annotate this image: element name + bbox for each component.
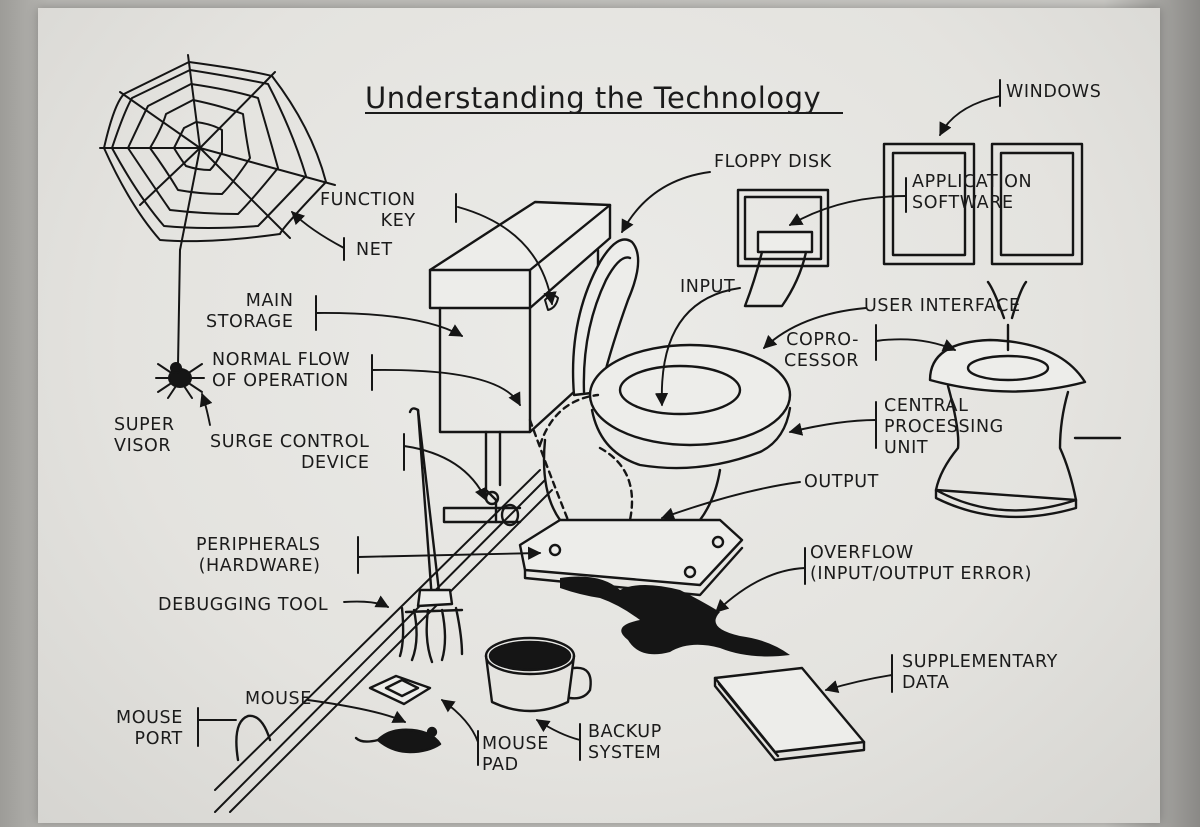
title-underline <box>365 112 843 114</box>
spider-drawing <box>155 362 205 399</box>
label-net: NET <box>356 240 393 260</box>
label-tick-bars <box>197 79 1001 766</box>
label-normal-flow: NORMAL FLOW OF OPERATION <box>212 350 351 391</box>
book-drawing <box>713 666 866 762</box>
windows-drawing <box>882 142 1084 266</box>
label-mouse-pad: MOUSE PAD <box>482 734 549 775</box>
annotation-arrows <box>197 95 1001 743</box>
label-function-key: FUNCTION KEY <box>320 190 416 231</box>
label-cpu: CENTRAL PROCESSING UNIT <box>884 396 1004 458</box>
label-application-software: APPLICATION SOFTWARE <box>912 172 1033 213</box>
label-peripherals: PERIPHERALS (HARDWARE) <box>196 535 321 576</box>
mouse-port-drawing <box>235 714 272 762</box>
label-backup-system: BACKUP SYSTEM <box>588 722 662 763</box>
page-title: Understanding the Technology <box>365 81 822 115</box>
toilet-lid-drawing <box>571 238 640 397</box>
label-debugging-tool: DEBUGGING TOOL <box>158 595 329 615</box>
pipe-valve-drawing <box>442 430 522 527</box>
mousetrap-drawing <box>368 674 432 706</box>
mop-drawing <box>398 407 464 664</box>
mouse-animal-drawing <box>354 726 442 754</box>
label-supervisor: SUPER VISOR <box>114 415 175 456</box>
label-overflow: OVERFLOW (INPUT/OUTPUT ERROR) <box>810 543 1033 584</box>
label-user-interface: USER INTERFACE <box>864 296 1021 316</box>
label-mouse-port: MOUSE PORT <box>116 708 183 749</box>
toilet-bowl-drawing <box>518 343 792 597</box>
label-main-storage: MAIN STORAGE <box>206 291 294 332</box>
label-output: OUTPUT <box>804 472 879 492</box>
overflow-puddle <box>560 576 790 657</box>
label-surge-control: SURGE CONTROL DEVICE <box>210 432 370 473</box>
spider-web-drawing <box>99 54 336 366</box>
label-floppy-disk: FLOPPY DISK <box>714 152 832 172</box>
label-input: INPUT <box>680 277 736 297</box>
toilet-paper-drawing <box>736 188 830 308</box>
label-coprocessor: COPRO- CESSOR <box>784 330 860 371</box>
label-windows: WINDOWS <box>1006 82 1102 102</box>
bucket-drawing <box>484 636 592 713</box>
label-supplementary-data: SUPPLEMENTARY DATA <box>902 652 1058 693</box>
label-mouse: MOUSE <box>245 689 312 709</box>
